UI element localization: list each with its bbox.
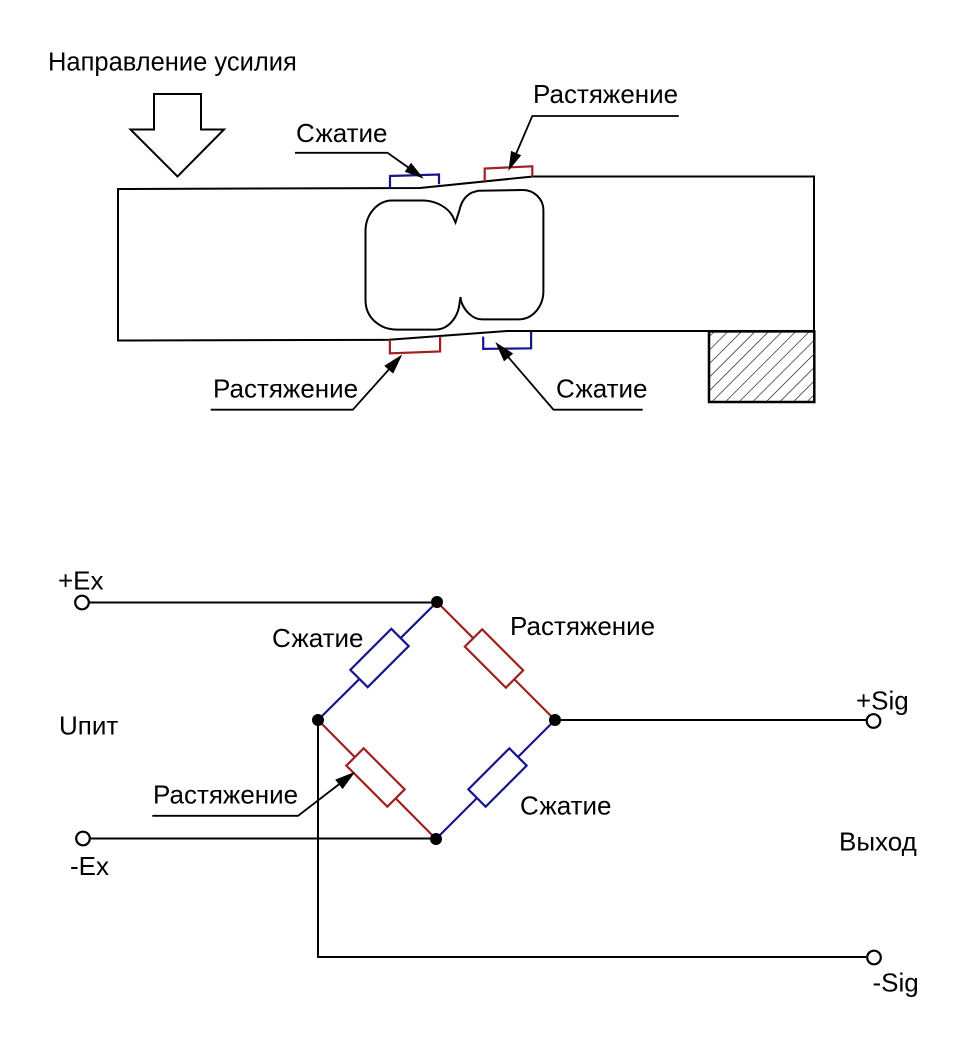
svg-text:Растяжение: Растяжение [510,611,655,641]
svg-text:Направление усилия: Направление усилия [48,49,297,77]
svg-text:Сжатие: Сжатие [296,118,388,148]
svg-text:Растяжение: Растяжение [533,79,678,109]
svg-text:+Ex: +Ex [58,566,104,596]
svg-text:Растяжение: Растяжение [153,780,298,810]
svg-text:Сжатие: Сжатие [520,791,612,821]
svg-text:Растяжение: Растяжение [213,374,358,404]
svg-text:Выход: Выход [839,827,917,857]
svg-text:+Sig: +Sig [856,686,909,716]
svg-text:Uпит: Uпит [59,711,118,741]
svg-text:-Sig: -Sig [873,968,919,998]
svg-text:Сжатие: Сжатие [556,374,648,404]
svg-text:Сжатие: Сжатие [272,623,364,653]
svg-text:-Ex: -Ex [70,851,109,881]
